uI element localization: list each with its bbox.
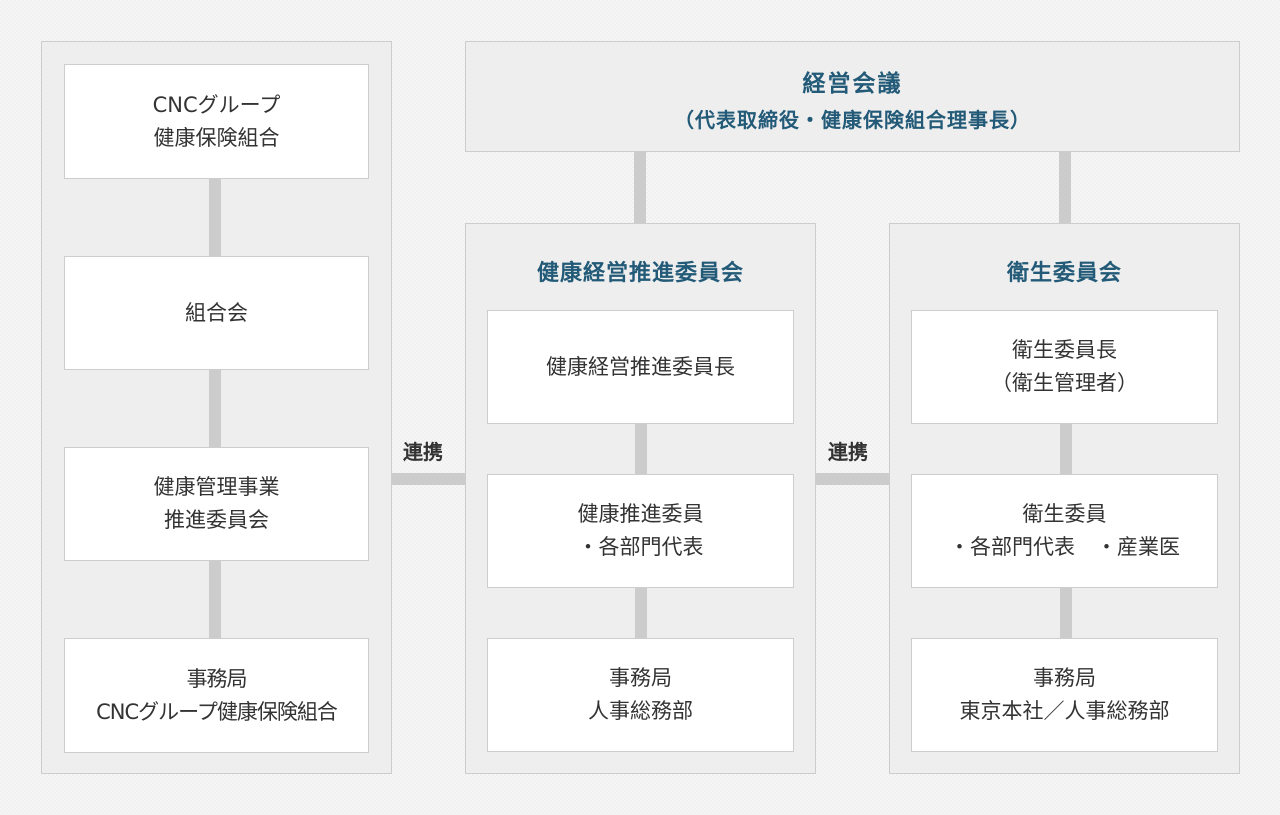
middle-connector-1 — [635, 424, 647, 474]
box-line: ・各部門代表 ・産業医 — [949, 535, 1180, 559]
right-panel-title: 衛生委員会 — [1006, 261, 1122, 286]
box-line: 事務局 — [186, 666, 248, 691]
box-line: 健康保険組合 — [153, 125, 280, 150]
box-line: 健康経営推進委員長 — [546, 354, 735, 379]
box-line: （衛生管理者） — [991, 371, 1138, 395]
middle-panel: 健康経営推進委員会 健康経営推進委員長 健康推進委員 ・各部門代表 事務局 人事… — [465, 223, 816, 774]
left-connector-2 — [209, 370, 221, 447]
executive-meeting-subtitle: （代表取締役・健康保険組合理事長） — [674, 108, 1031, 132]
executive-meeting-panel: 経営会議 （代表取締役・健康保険組合理事長） — [465, 41, 1240, 152]
health-management-committee-box: 健康管理事業 推進委員会 — [64, 447, 369, 561]
left-connector-3 — [209, 561, 221, 638]
middle-panel-title: 健康経営推進委員会 — [536, 261, 744, 286]
box-line: CNCグループ健康保険組合 — [96, 699, 338, 724]
health-promotion-members-box: 健康推進委員 ・各部門代表 — [487, 474, 794, 588]
box-line: 組合会 — [185, 300, 248, 325]
right-connector-2 — [1060, 588, 1072, 638]
box-line: 推進委員会 — [164, 508, 269, 532]
box-line: 事務局 — [609, 666, 672, 690]
association-assembly-box: 組合会 — [64, 256, 369, 370]
box-line: CNCグループ — [152, 92, 281, 117]
link-label-left: 連携 — [403, 440, 443, 464]
health-management-chair-box: 健康経営推進委員長 — [487, 310, 794, 424]
health-committee-chair-box: 衛生委員長 （衛生管理者） — [911, 310, 1218, 424]
box-line: 東京本社／人事総務部 — [959, 699, 1170, 723]
box-line: ・各部門代表 — [577, 535, 704, 559]
box-line: 健康管理事業 — [153, 475, 280, 499]
health-insurance-association-box: CNCグループ 健康保険組合 — [64, 64, 369, 179]
connector-left-to-middle — [391, 473, 465, 485]
left-secretariat-box: 事務局 CNCグループ健康保険組合 — [64, 638, 369, 753]
right-connector-1 — [1060, 424, 1072, 474]
executive-meeting-title: 経営会議 — [802, 71, 903, 97]
box-line: 事務局 — [1033, 666, 1096, 690]
middle-connector-2 — [635, 588, 647, 638]
box-line: 人事総務部 — [588, 699, 693, 723]
health-committee-members-box: 衛生委員 ・各部門代表 ・産業医 — [911, 474, 1218, 588]
left-connector-1 — [209, 179, 221, 256]
link-label-right: 連携 — [828, 440, 868, 464]
box-line: 衛生委員 — [1022, 502, 1107, 526]
box-line: 衛生委員長 — [1012, 338, 1117, 362]
right-secretariat-box: 事務局 東京本社／人事総務部 — [911, 638, 1218, 752]
connector-exec-to-middle — [634, 152, 646, 223]
middle-secretariat-box: 事務局 人事総務部 — [487, 638, 794, 752]
right-panel: 衛生委員会 衛生委員長 （衛生管理者） 衛生委員 ・各部門代表 ・産業医 事務局… — [889, 223, 1240, 774]
left-panel: CNCグループ 健康保険組合 組合会 健康管理事業 推進委員会 事務局 CNCグ… — [41, 41, 392, 774]
box-line: 健康推進委員 — [577, 502, 704, 526]
connector-middle-to-right — [815, 473, 889, 485]
connector-exec-to-right — [1059, 152, 1071, 223]
